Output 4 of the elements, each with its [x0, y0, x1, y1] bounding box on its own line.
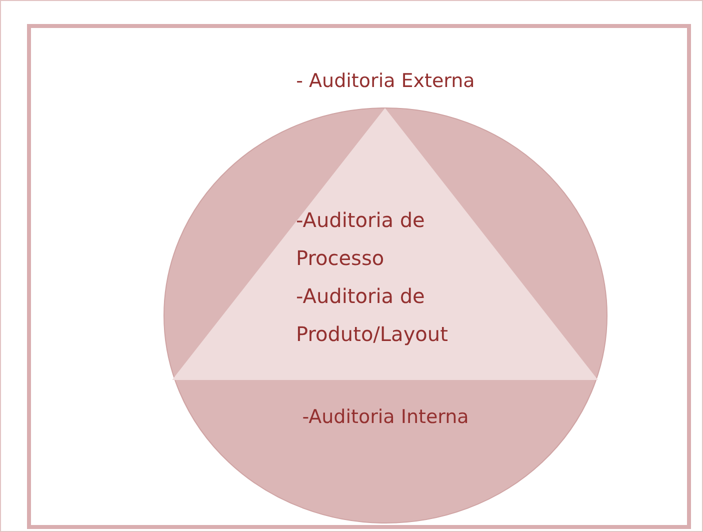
node-label: -Auditoria de Produto/Layout: [296, 283, 449, 348]
node-label: - Auditoria Externa: [295, 70, 476, 92]
node-label: -Auditoria de Processo: [296, 207, 426, 272]
node-label: -Auditoria Interna: [301, 406, 470, 428]
